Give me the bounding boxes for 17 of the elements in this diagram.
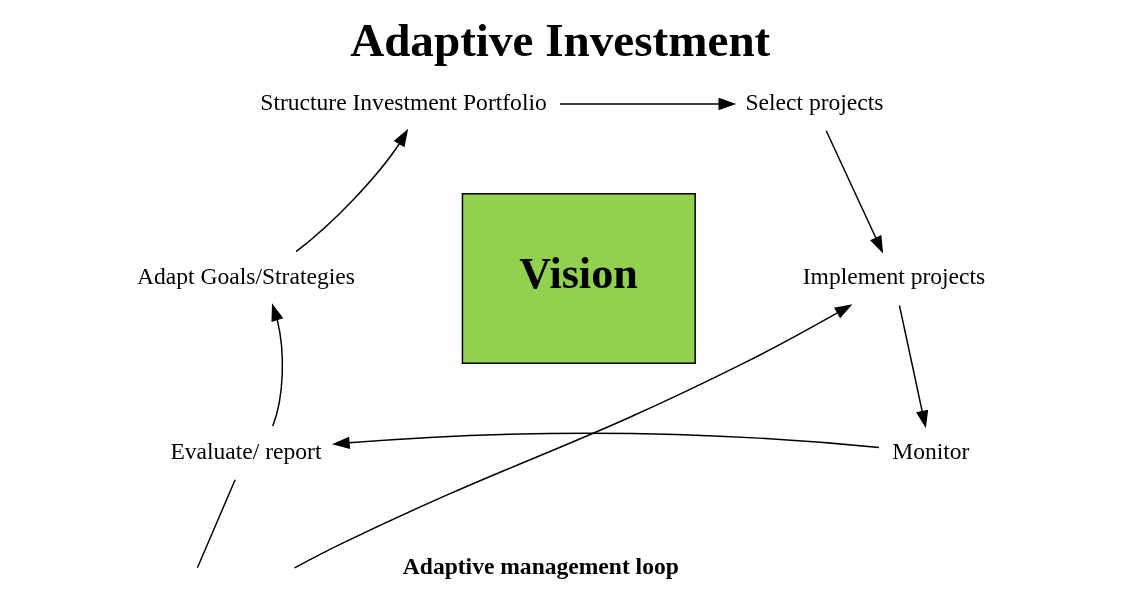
connector [196, 478, 236, 569]
node-box: Vision [461, 193, 696, 364]
label: Adaptive management loop [402, 552, 679, 579]
arrow [271, 303, 284, 427]
arrow [898, 304, 929, 429]
node-text: Evaluate/ report [170, 437, 322, 464]
node-text: Structure Investment Portfolio [260, 88, 547, 115]
arrow [295, 128, 409, 253]
diagram-title: Adaptive Investment [350, 14, 771, 67]
arrow [825, 130, 884, 254]
arrow [559, 97, 737, 111]
node-text: Monitor [892, 437, 970, 464]
node-text: Implement projects [802, 263, 986, 290]
node-text: Select projects [745, 88, 884, 115]
arrow [332, 432, 880, 449]
arrow [293, 304, 853, 569]
node-text: Adapt Goals/Strategies [137, 263, 355, 290]
